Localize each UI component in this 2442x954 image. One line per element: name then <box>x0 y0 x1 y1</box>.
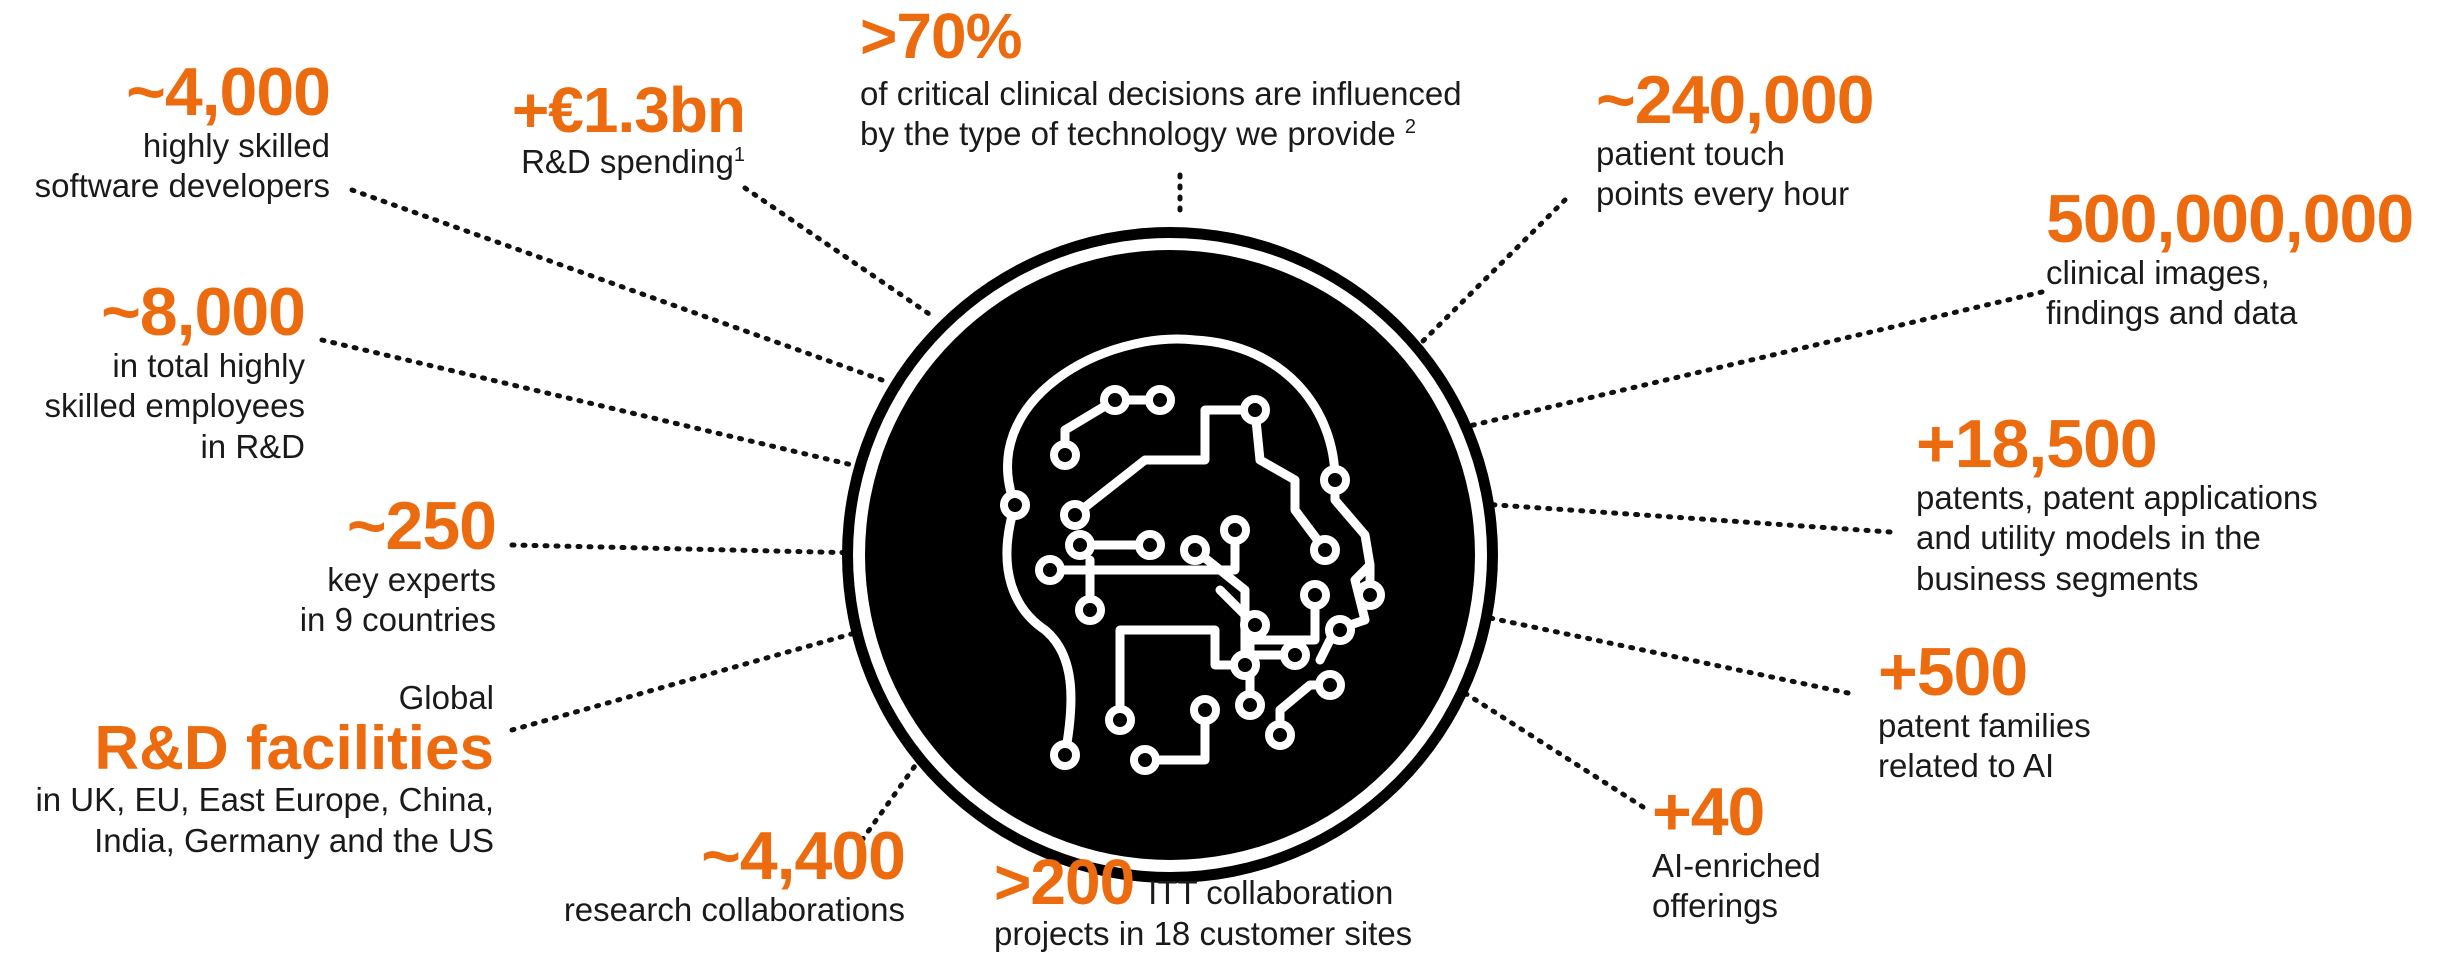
connector-ai-patents <box>1449 607 1851 696</box>
connector-developers <box>349 187 885 383</box>
stat-rd-spend: +€1.3bn R&D spending1 <box>460 74 746 182</box>
stat-value: 500,000,000 <box>2046 181 2414 257</box>
ai-brain-circle <box>865 250 1475 860</box>
stat-experts: ~250 key experts in 9 countries <box>0 488 497 641</box>
footnote-marker: 1 <box>733 144 745 166</box>
stat-line: in total highly <box>112 347 305 384</box>
stat-line: research collaborations <box>563 891 905 928</box>
stat-value: ~240,000 <box>1596 62 1875 138</box>
ai-brain-circuit-icon <box>1000 334 1385 775</box>
stat-value: +500 <box>1878 634 2028 710</box>
connector-research <box>859 725 945 843</box>
stat-line: India, Germany and the US <box>94 821 494 859</box>
connector-touchpoints <box>1409 197 1568 355</box>
stat-text: R&D spending1 <box>460 142 745 182</box>
stat-research: ~4,400 research collaborations <box>500 818 906 930</box>
footnote-marker: 2 <box>1404 116 1416 139</box>
stat-value: R&D facilities <box>94 714 494 784</box>
stat-value: ~4,000 <box>126 54 331 130</box>
stat-value: >70% <box>860 0 1022 72</box>
stat-ai-offerings: +40 AI-enriched offerings <box>1652 778 1821 927</box>
stat-images: 500,000,000 clinical images, findings an… <box>2046 181 2414 334</box>
stat-prefix: Global <box>398 679 494 716</box>
stat-facilities: Global R&D facilities in UK, EU, East Eu… <box>0 678 494 861</box>
stat-line: highly skilled <box>142 127 330 164</box>
stat-line: AI-enriched <box>1652 847 1821 884</box>
stat-line: skilled employees <box>44 387 305 425</box>
stat-line: patient touch <box>1596 135 1785 172</box>
stat-line: of critical clinical decisions are influ… <box>860 75 1462 112</box>
stat-value: ~4,400 <box>701 818 906 894</box>
stat-value: >200 <box>994 846 1135 918</box>
connector-experts <box>509 542 865 556</box>
stat-text-label: R&D spending <box>521 143 734 180</box>
stat-line: software developers <box>34 167 330 205</box>
stat-line: points every hour <box>1596 175 1850 213</box>
stat-line: in R&D <box>200 427 305 465</box>
connector-images <box>1449 289 2045 433</box>
stat-line: patents, patent applications <box>1916 479 2318 516</box>
stat-value: ~8,000 <box>101 274 306 350</box>
stat-line: business segments <box>1916 559 2199 597</box>
connector-patents <box>1465 500 1893 535</box>
stat-line: and utility models in the <box>1916 519 2261 557</box>
stat-line: key experts <box>327 561 496 598</box>
connector-facilities <box>509 624 879 733</box>
stat-text: ITT collaboration <box>1148 874 1394 911</box>
stat-line: projects in 18 customer sites <box>994 915 1413 952</box>
stat-text: by the type of technology we provide 2 <box>860 114 1462 154</box>
stat-value: ~250 <box>346 488 497 564</box>
stat-value: +40 <box>1652 774 1765 850</box>
stat-developers: ~4,000 highly skilled software developer… <box>0 54 331 207</box>
stat-line: clinical images, <box>2046 254 2270 291</box>
stat-line: in UK, EU, East Europe, China, <box>35 781 494 819</box>
stat-line: findings and data <box>2046 294 2298 332</box>
stat-line: offerings <box>1652 887 1778 925</box>
stat-line: patent families <box>1878 707 2091 744</box>
connector-ai-offerings <box>1429 669 1646 810</box>
stat-touchpoints: ~240,000 patient touch points every hour <box>1596 62 1875 215</box>
stat-value: +€1.3bn <box>511 74 746 146</box>
stat-line: related to AI <box>1878 747 2055 785</box>
stat-line: in 9 countries <box>299 601 496 639</box>
stat-line: by the type of technology we provide <box>860 115 1396 153</box>
connector-employees <box>319 337 868 471</box>
stat-employees: ~8,000 in total highly skilled employees… <box>0 274 306 467</box>
stat-value: +18,500 <box>1916 406 2158 482</box>
stat-patents: +18,500 patents, patent applications and… <box>1916 410 2318 599</box>
stat-ai-patents: +500 patent families related to AI <box>1878 638 2091 787</box>
stat-decisions: >70% of critical clinical decisions are … <box>860 4 1462 155</box>
